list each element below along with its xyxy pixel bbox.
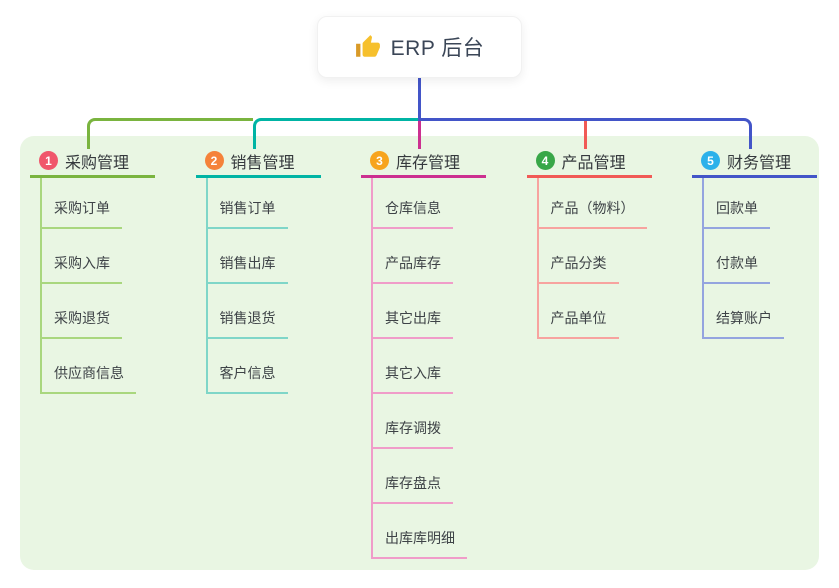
branch-spine-5: [702, 178, 704, 339]
child-node[interactable]: 出库库明细: [371, 528, 467, 559]
child-node[interactable]: 销售退货: [205, 308, 288, 339]
branch-badge-4: 4: [535, 151, 555, 170]
child-node[interactable]: 采购入库: [40, 253, 122, 284]
branch-badge-5: 5: [701, 151, 720, 170]
child-node[interactable]: 结算账户: [702, 308, 784, 339]
drop-line-branch3: [418, 121, 421, 149]
branch-title-4[interactable]: 4 产品管理: [526, 146, 652, 178]
child-node[interactable]: 库存盘点: [371, 473, 453, 504]
branch-label-3: 库存管理: [396, 154, 461, 172]
branch-spine-3: [371, 178, 373, 559]
child-node[interactable]: 付款单: [702, 253, 770, 284]
child-node[interactable]: 客户信息: [205, 363, 288, 394]
bus-segment-branch2: [252, 118, 421, 149]
branch-label-1: 采购管理: [65, 154, 130, 172]
branch-badge-1: 1: [39, 151, 58, 170]
branch-spine-2: [205, 178, 208, 394]
child-node[interactable]: 销售出库: [205, 253, 288, 284]
root-node[interactable]: ERP 后台: [317, 16, 522, 78]
child-node[interactable]: 采购退货: [40, 308, 122, 339]
branch-title-1[interactable]: 1 采购管理: [30, 146, 155, 178]
branches-panel: [20, 136, 819, 570]
child-node[interactable]: 仓库信息: [371, 198, 453, 229]
bus-segment-branch5: [418, 118, 752, 149]
branch-label-2: 销售管理: [230, 154, 295, 172]
branch-badge-2: 2: [204, 151, 224, 170]
branch-spine-4: [536, 178, 539, 339]
branch-spine-1: [40, 178, 42, 394]
root-connector-line: [418, 78, 421, 121]
child-node[interactable]: 采购订单: [40, 198, 122, 229]
branch-badge-3: 3: [370, 151, 389, 170]
child-node[interactable]: 产品单位: [536, 308, 619, 339]
child-node[interactable]: 销售订单: [205, 198, 288, 229]
child-node[interactable]: 其它出库: [371, 308, 453, 339]
bus-segment-branch1: [87, 118, 253, 149]
branch-title-3[interactable]: 3 库存管理: [361, 146, 486, 178]
child-node[interactable]: 其它入库: [371, 363, 453, 394]
child-node[interactable]: 产品分类: [536, 253, 619, 284]
child-node[interactable]: 产品（物料）: [536, 198, 647, 229]
root-title: ERP 后台: [390, 37, 485, 60]
branch-title-2[interactable]: 2 销售管理: [195, 146, 321, 178]
child-node[interactable]: 产品库存: [371, 253, 453, 284]
child-node[interactable]: 供应商信息: [40, 363, 136, 394]
branch-label-4: 产品管理: [561, 154, 626, 172]
drop-line-branch4: [583, 121, 587, 149]
child-node[interactable]: 库存调拨: [371, 418, 453, 449]
branch-title-5[interactable]: 5 财务管理: [692, 146, 817, 178]
thumbs-up-icon: [355, 34, 381, 60]
branch-label-5: 财务管理: [727, 154, 792, 172]
child-node[interactable]: 回款单: [702, 198, 770, 229]
